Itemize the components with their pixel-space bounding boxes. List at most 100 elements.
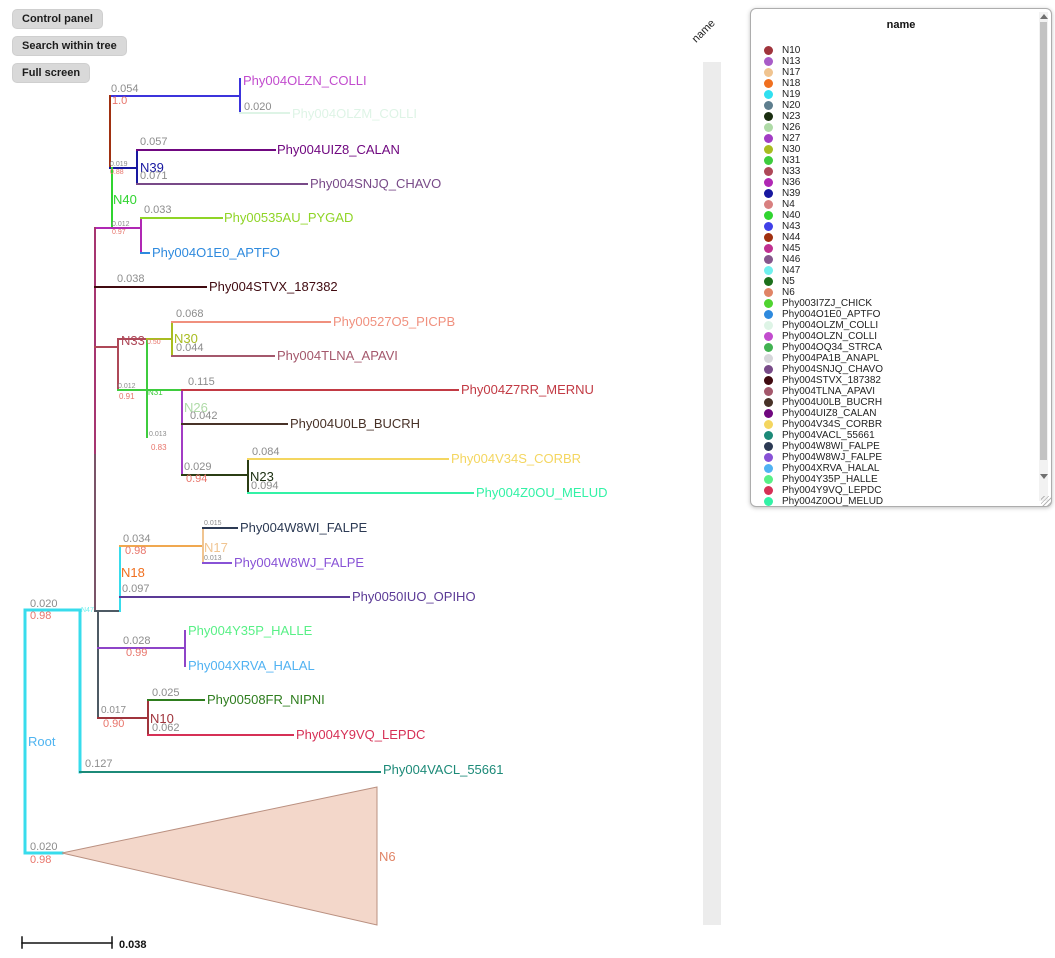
legend-item: Phy004XRVA_HALAL (761, 463, 1033, 474)
legend-item: Phy004OQ34_STRCA (761, 342, 1033, 353)
resize-grip-icon[interactable] (1041, 496, 1051, 506)
legend-swatch-icon (764, 288, 773, 297)
legend-item-label: Phy004OLZM_COLLI (782, 320, 879, 331)
legend-item: N10 (761, 45, 1033, 56)
node-label[interactable]: N30 (174, 331, 198, 346)
support-value-label: 0.97 (112, 229, 126, 236)
node-label[interactable]: N6 (379, 849, 396, 864)
leaf-label[interactable]: Phy0050IUO_OPIHO (352, 589, 476, 604)
legend-item: Phy004UIZ8_CALAN (761, 408, 1033, 419)
branch-length-label: 0.012 (112, 221, 130, 228)
legend-item-label: N6 (782, 287, 795, 298)
legend-swatch-icon (764, 233, 773, 242)
node-label[interactable]: N18 (121, 565, 145, 580)
leaf-label[interactable]: Phy004W8WI_FALPE (240, 520, 367, 535)
legend-item-label: N26 (782, 122, 801, 133)
legend-item-label: Phy004XRVA_HALAL (782, 463, 880, 474)
collapsed-clade-triangle[interactable] (61, 786, 378, 926)
leaf-label[interactable]: Phy004W8WJ_FALPE (234, 555, 364, 570)
support-value-label: 0.91 (119, 392, 135, 401)
legend-item: Phy004V34S_CORBR (761, 419, 1033, 430)
branch-length-label: 0.028 (123, 635, 151, 647)
node-label[interactable]: N26 (184, 400, 208, 415)
legend-item: N20 (761, 100, 1033, 111)
legend-item-label: Phy004UIZ8_CALAN (782, 408, 877, 419)
leaf-label[interactable]: Phy004STVX_187382 (209, 279, 338, 294)
support-value-label: 0.83 (151, 443, 167, 452)
leaf-label[interactable]: Phy004Z0OU_MELUD (476, 485, 608, 500)
leaf-label[interactable]: Phy004SNJQ_CHAVO (310, 176, 441, 191)
node-label[interactable]: N10 (150, 711, 174, 726)
leaf-label[interactable]: Phy00535AU_PYGAD (224, 210, 353, 225)
node-label[interactable]: N33 (121, 333, 145, 348)
search-within-tree-button[interactable]: Search within tree (12, 36, 127, 56)
leaf-label[interactable]: Phy004UIZ8_CALAN (277, 142, 400, 157)
node-label[interactable]: N17 (204, 540, 228, 555)
legend-swatch-icon (764, 486, 773, 495)
legend-swatch-icon (764, 112, 773, 121)
control-panel-button[interactable]: Control panel (12, 9, 103, 29)
branch-length-label: 0.084 (252, 446, 280, 458)
leaf-label[interactable]: Phy004Z7RR_MERNU (461, 382, 594, 397)
legend-swatch-icon (764, 299, 773, 308)
scroll-down-icon[interactable] (1040, 474, 1048, 479)
legend-item: Phy004TLNA_APAVI (761, 386, 1033, 397)
branch-length-label: 0.068 (176, 308, 204, 320)
legend-item: Phy004OLZN_COLLI (761, 331, 1033, 342)
legend-item-label: Phy004STVX_187382 (782, 375, 881, 386)
legend-item: N47 (761, 265, 1033, 276)
support-value-label: 0.94 (186, 473, 207, 485)
support-value-label: 0.99 (126, 647, 147, 659)
legend-item: N36 (761, 177, 1033, 188)
legend-item-label: N46 (782, 254, 801, 265)
legend-scrollbar[interactable] (1039, 12, 1048, 501)
leaf-label[interactable]: Phy004TLNA_APAVI (277, 348, 398, 363)
leaf-label[interactable]: Phy004V34S_CORBR (451, 451, 581, 466)
legend-swatch-icon (764, 453, 773, 462)
node-label[interactable]: N31 (148, 388, 163, 397)
full-screen-button[interactable]: Full screen (12, 63, 91, 83)
branch-length-label: 0.042 (190, 410, 218, 422)
leaf-label[interactable]: Phy004OLZM_COLLI (292, 106, 417, 121)
support-value-label: 0.98 (30, 610, 51, 622)
leaf-label[interactable]: Phy004OLZN_COLLI (243, 73, 367, 88)
leaf-label[interactable]: Phy00508FR_NIPNI (207, 692, 325, 707)
support-value-label: 1.0 (112, 95, 127, 107)
legend-swatch-icon (764, 387, 773, 396)
node-label[interactable]: N40 (113, 192, 137, 207)
branch-length-label: 0.038 (117, 273, 145, 285)
legend-item: N43 (761, 221, 1033, 232)
legend-item-label: N31 (782, 155, 801, 166)
legend-item-label: N23 (782, 111, 801, 122)
legend-item-label: N27 (782, 133, 801, 144)
leaf-label[interactable]: Phy004XRVA_HALAL (188, 658, 315, 673)
branch-length-label: 0.025 (152, 687, 180, 699)
legend-swatch-icon (764, 134, 773, 143)
branch-length-label: 0.071 (140, 170, 168, 182)
node-label[interactable]: N47 (81, 607, 94, 614)
scroll-up-icon[interactable] (1040, 14, 1048, 19)
legend-item-label: N43 (782, 221, 801, 232)
legend-item: N33 (761, 166, 1033, 177)
node-label[interactable]: N39 (140, 160, 164, 175)
legend-item: N19 (761, 89, 1033, 100)
leaf-label[interactable]: Phy004VACL_55661 (383, 762, 503, 777)
support-value-label: 0.88 (110, 169, 124, 176)
legend-item: N13 (761, 56, 1033, 67)
leaf-label[interactable]: Phy004Y35P_HALLE (188, 623, 313, 638)
node-label[interactable]: N23 (250, 469, 274, 484)
scrollbar-thumb[interactable] (1040, 22, 1047, 460)
legend-swatch-icon (764, 68, 773, 77)
node-label[interactable]: Root (28, 734, 56, 749)
legend-item-label: Phy004VACL_55661 (782, 430, 875, 441)
leaf-label[interactable]: Phy004U0LB_BUCRH (290, 416, 420, 431)
leaf-label[interactable]: Phy004O1E0_APTFO (152, 245, 280, 260)
branch-length-label: 0.127 (85, 758, 113, 770)
legend-item: N44 (761, 232, 1033, 243)
leaf-label[interactable]: Phy004Y9VQ_LEPDC (296, 727, 425, 742)
support-value-label: 0.98 (30, 854, 51, 866)
leaf-label[interactable]: Phy00527O5_PICPB (333, 314, 455, 329)
